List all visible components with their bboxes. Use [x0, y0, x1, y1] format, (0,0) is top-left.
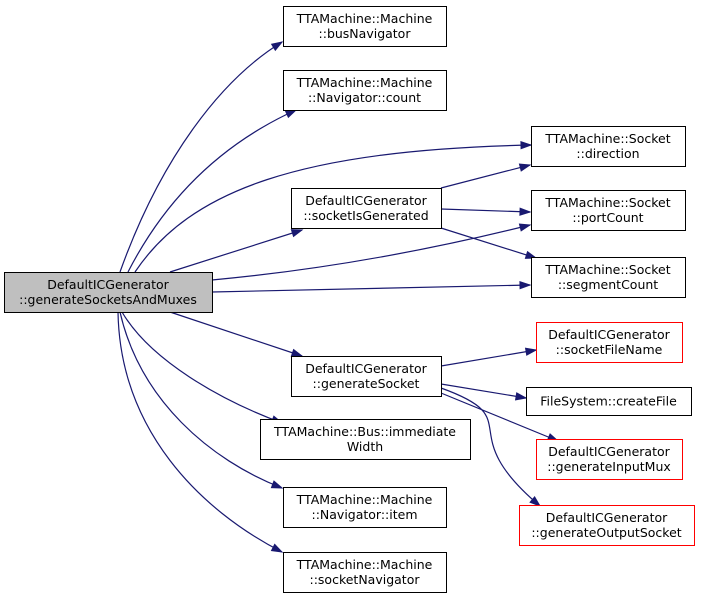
node-label: TTAMachine::Socket: [544, 262, 670, 277]
edge-root-to-socketIsGenerated: [169, 229, 304, 273]
node-createFile[interactable]: FileSystem::createFile: [526, 387, 692, 416]
node-socketIsGenerated[interactable]: DefaultICGenerator::socketIsGenerated: [291, 188, 442, 229]
edge-root-to-navItem: [119, 311, 284, 489]
node-box: [531, 190, 686, 231]
edge-root-to-segmentCount: [211, 281, 532, 293]
node-label: TTAMachine::Socket: [544, 131, 670, 146]
edge-socketIsGenerated-to-portCount: [440, 207, 532, 216]
arrowhead-icon: [518, 163, 532, 172]
edge-generateSocket-to-socketFileName: [440, 347, 538, 367]
node-box: [526, 387, 692, 416]
node-label: DefaultICGenerator: [47, 277, 169, 292]
node-label: DefaultICGenerator: [548, 327, 670, 342]
node-label: DefaultICGenerator: [546, 510, 668, 525]
node-label: ::direction: [576, 146, 639, 161]
node-navItem[interactable]: TTAMachine::Machine::Navigator::item: [283, 487, 447, 528]
arrowhead-icon: [270, 543, 284, 553]
edge-root-to-busNavigator: [119, 41, 284, 273]
node-label: TTAMachine::Machine: [296, 557, 433, 572]
node-label: ::generateSocketsAndMuxes: [19, 292, 197, 307]
node-label: ::generateInputMux: [547, 459, 671, 474]
node-generateInputMux[interactable]: DefaultICGenerator::generateInputMux: [536, 439, 683, 480]
edge-root-to-socketNavigator: [117, 311, 284, 553]
node-label: ::Navigator::count: [308, 90, 421, 105]
node-busNavigator[interactable]: TTAMachine::Machine::busNavigator: [283, 6, 447, 47]
arrowhead-icon: [290, 348, 304, 357]
node-label: Width: [347, 439, 383, 454]
node-box: [4, 272, 213, 313]
edge-root-to-portCount: [211, 223, 532, 281]
node-label: ::generateOutputSocket: [531, 525, 681, 540]
edge-root-to-generateSocket: [169, 311, 304, 357]
arrowhead-icon: [529, 496, 542, 507]
edge-root-to-direction: [134, 141, 533, 273]
node-label: ::portCount: [572, 210, 643, 225]
edge-generateSocket-to-generateOutputSocket: [440, 387, 542, 507]
node-portCount[interactable]: TTAMachine::Socket::portCount: [531, 190, 686, 231]
node-box: [260, 419, 471, 460]
edge-root-to-navCount: [127, 109, 298, 273]
edge-generateSocket-to-createFile: [440, 383, 528, 401]
node-generateOutputSocket[interactable]: DefaultICGenerator::generateOutputSocket: [519, 505, 695, 546]
node-label: ::busNavigator: [319, 26, 412, 41]
arrowhead-icon: [270, 41, 284, 52]
node-box: [531, 257, 686, 298]
node-navCount[interactable]: TTAMachine::Machine::Navigator::count: [283, 70, 447, 111]
node-root[interactable]: DefaultICGenerator::generateSocketsAndMu…: [4, 272, 213, 313]
arrowhead-icon: [519, 207, 532, 216]
arrowhead-icon: [270, 480, 284, 489]
node-label: ::socketIsGenerated: [303, 208, 428, 223]
node-label: TTAMachine::Machine: [296, 75, 433, 90]
node-socketFileName[interactable]: DefaultICGenerator::socketFileName: [536, 322, 683, 363]
node-label: TTAMachine::Bus::immediate: [273, 424, 456, 439]
node-label: TTAMachine::Machine: [296, 11, 433, 26]
node-box: [283, 6, 447, 47]
arrowhead-icon: [514, 392, 528, 401]
node-label: ::generateSocket: [313, 376, 420, 391]
arrowhead-icon: [290, 229, 304, 238]
arrowhead-icon: [524, 250, 538, 259]
node-label: FileSystem::createFile: [540, 394, 677, 409]
node-label: DefaultICGenerator: [305, 193, 427, 208]
node-generateSocket[interactable]: DefaultICGenerator::generateSocket: [291, 356, 442, 397]
node-label: TTAMachine::Socket: [544, 195, 670, 210]
node-box: [291, 356, 442, 397]
nodes-layer: DefaultICGenerator::generateSocketsAndMu…: [4, 6, 695, 593]
node-label: DefaultICGenerator: [305, 361, 427, 376]
node-box: [283, 552, 447, 593]
node-box: [536, 439, 683, 480]
node-segmentCount[interactable]: TTAMachine::Socket::segmentCount: [531, 257, 686, 298]
node-label: ::segmentCount: [558, 277, 658, 292]
node-label: TTAMachine::Machine: [296, 492, 433, 507]
node-box: [531, 126, 686, 167]
node-box: [283, 70, 447, 111]
node-socketNavigator[interactable]: TTAMachine::Machine::socketNavigator: [283, 552, 447, 593]
arrowhead-icon: [524, 347, 538, 356]
node-label: ::Navigator::item: [311, 507, 417, 522]
edge-socketIsGenerated-to-direction: [440, 163, 532, 189]
node-box: [519, 505, 695, 546]
arrowhead-icon: [284, 109, 298, 119]
arrowhead-icon: [520, 141, 533, 150]
node-label: ::socketNavigator: [309, 572, 420, 587]
arrowhead-icon: [519, 281, 532, 290]
node-box: [291, 188, 442, 229]
edge-socketIsGenerated-to-segmentCount: [440, 227, 538, 259]
node-label: ::socketFileName: [556, 342, 663, 357]
node-box: [283, 487, 447, 528]
edges-layer: [117, 41, 560, 553]
node-label: DefaultICGenerator: [548, 444, 670, 459]
node-box: [536, 322, 683, 363]
arrowhead-icon: [518, 223, 532, 232]
edge-root-to-immediateWidth: [121, 311, 284, 424]
node-direction[interactable]: TTAMachine::Socket::direction: [531, 126, 686, 167]
